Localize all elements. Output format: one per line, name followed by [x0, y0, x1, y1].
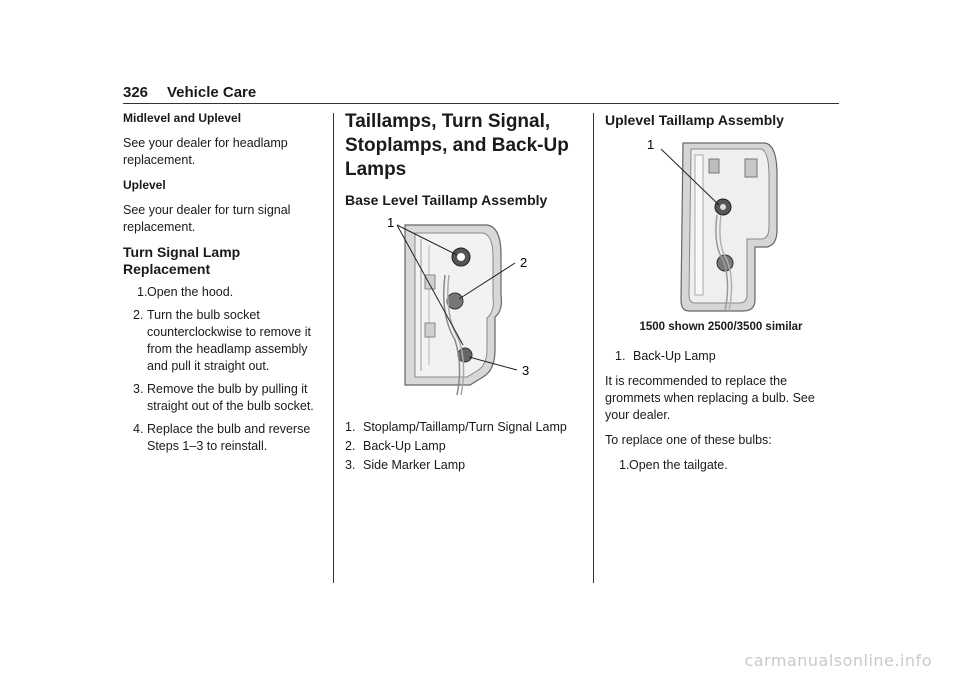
list-item: 2.Turn the bulb socket counterclockwise …	[133, 308, 311, 373]
page-number: 326	[123, 84, 149, 101]
list-item: 3.Remove the bulb by pulling it straight…	[133, 382, 314, 413]
clip	[708, 158, 720, 174]
base-level-heading: Base Level Taillamp Assembly	[345, 192, 548, 208]
figure-label-1: 1	[647, 137, 654, 152]
list-item: 1.Open the hood.	[137, 285, 234, 299]
callout-line-3	[468, 356, 518, 371]
uplevel-taillamp-figure: 1	[647, 137, 778, 312]
list-item: 3.Side Marker Lamp	[345, 458, 466, 472]
column-1: Midlevel and Uplevel See your dealer for…	[123, 110, 323, 461]
lens-strip	[694, 154, 704, 296]
section-title: Vehicle Care	[167, 84, 257, 101]
subhead-midlevel: Midlevel and Uplevel	[123, 111, 242, 125]
callout-line-1b	[396, 224, 464, 346]
list-item: 1.Open the tailgate.	[619, 458, 728, 472]
figure-label-2: 2	[520, 255, 527, 270]
uplevel-heading: Uplevel Taillamp Assembly	[605, 112, 784, 128]
callout-line-1	[660, 148, 720, 206]
column-2: Taillamps, Turn Signal, Stoplamps, and B…	[345, 110, 577, 476]
wire	[443, 274, 461, 396]
clip	[744, 158, 758, 178]
list-item: 1.Stoplamp/Taillamp/Turn Signal Lamp	[345, 420, 567, 434]
figure-label-1: 1	[387, 215, 394, 230]
header-rule	[123, 103, 839, 104]
socket-2	[446, 292, 464, 310]
callout-line-2	[458, 262, 516, 300]
column-divider-1	[333, 113, 334, 583]
wire	[715, 214, 729, 312]
list-item: 4.Replace the bulb and reverse Steps 1–3…	[133, 422, 311, 453]
list-item: 1.Back-Up Lamp	[615, 349, 716, 363]
turn-signal-steps: 1.Open the hood. 2.Turn the bulb socket …	[123, 284, 323, 455]
uplevel-callouts: 1.Back-Up Lamp	[605, 348, 837, 365]
clip	[424, 274, 436, 290]
watermark: carmanualsonline.info	[744, 651, 932, 670]
taillamps-title: Taillamps, Turn Signal, Stoplamps, and B…	[345, 111, 569, 180]
column-3: Uplevel Taillamp Assembly 1 1500 shown 2…	[605, 110, 837, 480]
para-replace: To replace one of these bulbs:	[605, 433, 772, 447]
uplevel-steps: 1.Open the tailgate.	[605, 457, 837, 474]
wire	[447, 274, 465, 396]
subhead-uplevel: Uplevel	[123, 178, 166, 192]
para-turn-signal: See your dealer for turn signal replacem…	[123, 203, 291, 234]
page-header: 326 Vehicle Care	[123, 84, 839, 104]
clip	[424, 322, 436, 338]
base-callouts: 1.Stoplamp/Taillamp/Turn Signal Lamp 2.B…	[345, 419, 577, 474]
socket-3	[457, 347, 473, 363]
callout-line-1a	[396, 224, 458, 256]
base-taillamp-figure: 1 2 3	[387, 215, 529, 396]
socket-1-center	[457, 253, 465, 261]
para-headlamp: See your dealer for headlamp replacement…	[123, 136, 288, 167]
figure-caption: 1500 shown 2500/3500 similar	[639, 321, 803, 333]
list-item: 2.Back-Up Lamp	[345, 439, 446, 453]
wire	[719, 214, 733, 312]
housing-inner	[688, 148, 770, 304]
turn-signal-heading: Turn Signal Lamp Replacement	[123, 244, 241, 277]
column-divider-2	[593, 113, 594, 583]
socket-1-center	[720, 204, 726, 210]
figure-label-3: 3	[522, 363, 529, 378]
para-grommets: It is recommended to replace the grommet…	[605, 374, 815, 422]
